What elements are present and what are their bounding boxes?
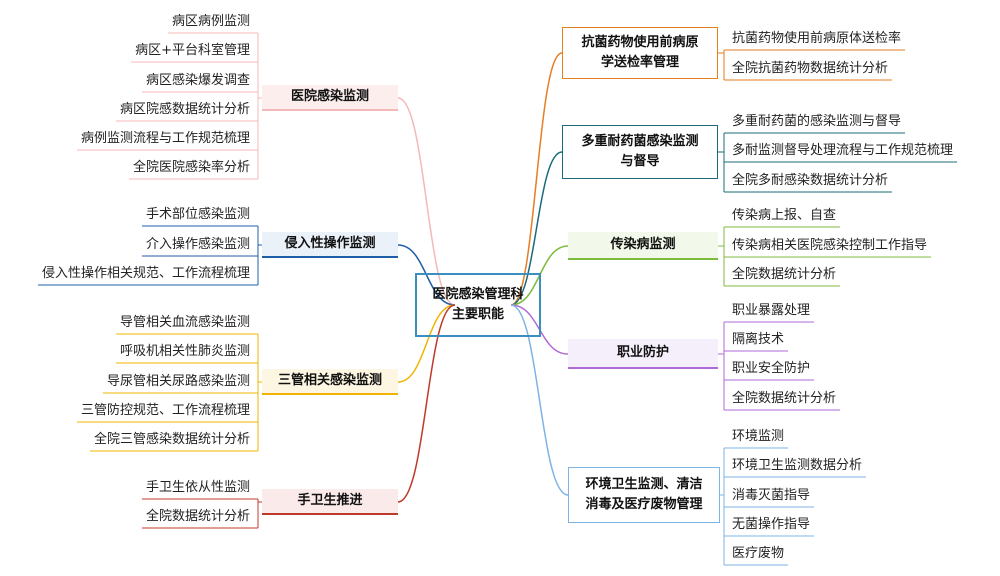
branch-invasive-label: 侵入性操作监测 (284, 236, 376, 251)
branch-environment: 环境卫生监测、清洁 消毒及医疗废物管理 (568, 467, 720, 523)
center-node-line2: 主要职能 (451, 307, 504, 322)
branch-antibiotic: 抗菌药物使用前病原 学送检率管理 (562, 27, 718, 79)
leaf-invasive-1: 手术部位感染监测 (145, 207, 250, 222)
branch-antibiotic-line1: 抗菌药物使用前病原 (581, 35, 699, 50)
leaf-invasive-3: 侵入性操作相关规范、工作流程梳理 (41, 266, 250, 281)
leaf-hand-hygiene-2: 全院数据统计分析 (145, 509, 250, 524)
link-center-three_tubes (397, 304, 456, 383)
leaf-three-tubes-2: 呼吸机相关性肺炎监测 (119, 344, 250, 359)
branch-mdro-line1: 多重耐药菌感染监测 (581, 134, 699, 149)
link-center-mdro (510, 151, 563, 306)
leaf-communicable-1: 传染病上报、自查 (732, 208, 837, 223)
branch-mdro: 多重耐药菌感染监测 与督导 (562, 125, 718, 179)
leaf-three-tubes-4: 三管防控规范、工作流程梳理 (80, 403, 250, 418)
leaf-occupational-3: 职业安全防护 (732, 361, 811, 376)
branch-invasive: 侵入性操作监测 (262, 232, 398, 258)
leaf-infection-surveillance-5: 病例监测流程与工作规范梳理 (80, 131, 250, 146)
center-node: 医院感染管理科 主要职能 (415, 273, 541, 337)
leaf-environment-2: 环境卫生监测数据分析 (732, 458, 863, 473)
leaf-mdro-2: 多耐监测督导处理流程与工作规范梳理 (732, 143, 954, 158)
leaf-infection-surveillance-4: 病区院感数据统计分析 (119, 102, 250, 117)
leaf-environment-3: 消毒灭菌指导 (732, 488, 811, 503)
link-center-infection_surveillance (397, 97, 456, 306)
leaf-occupational-2: 隔离技术 (732, 332, 785, 347)
leaf-infection-surveillance-2: 病区+平台科室管理 (135, 43, 250, 58)
branch-hand-hygiene-label: 手卫生推进 (297, 493, 363, 508)
leaf-environment-5: 医疗废物 (732, 546, 785, 561)
branch-environment-line1: 环境卫生监测、清洁 (585, 477, 703, 492)
leaf-antibiotic-2: 全院抗菌药物数据统计分析 (732, 61, 889, 76)
branch-communicable-label: 传染病监测 (610, 237, 676, 252)
branch-occupational: 职业防护 (568, 339, 718, 369)
leaf-communicable-3: 全院数据统计分析 (732, 267, 837, 282)
leaf-three-tubes-5: 全院三管感染数据统计分析 (93, 432, 250, 447)
leaf-mdro-3: 全院多耐感染数据统计分析 (732, 173, 889, 188)
branch-antibiotic-line2: 学送检率管理 (600, 55, 679, 70)
link-center-hand_hygiene (397, 304, 456, 503)
leaf-infection-surveillance-6: 全院医院感染率分析 (132, 160, 250, 175)
leaf-communicable-2: 传染病相关医院感染控制工作指导 (732, 238, 928, 253)
branch-occupational-label: 职业防护 (616, 345, 669, 360)
branch-hand-hygiene: 手卫生推进 (262, 489, 398, 515)
link-center-antibiotic (510, 52, 563, 306)
branch-mdro-line2: 与督导 (620, 154, 660, 169)
center-node-line1: 医院感染管理科 (432, 287, 524, 302)
link-center-invasive (397, 244, 456, 306)
branch-communicable: 传染病监测 (568, 232, 718, 260)
leaf-hand-hygiene-1: 手卫生依从性监测 (145, 480, 250, 495)
leaf-invasive-2: 介入操作感染监测 (145, 237, 250, 252)
leaf-three-tubes-3: 导尿管相关尿路感染监测 (106, 374, 250, 389)
branch-infection-surveillance-label: 医院感染监测 (290, 89, 369, 104)
leaf-infection-surveillance-3: 病区感染爆发调查 (145, 73, 250, 88)
leaf-environment-4: 无菌操作指导 (732, 517, 811, 532)
leaf-occupational-4: 全院数据统计分析 (732, 391, 837, 406)
leaf-infection-surveillance-1: 病区病例监测 (171, 14, 250, 29)
branch-infection-surveillance: 医院感染监测 (262, 85, 398, 111)
leaf-environment-1: 环境监测 (732, 429, 785, 444)
branch-three-tubes: 三管相关感染监测 (262, 369, 398, 395)
leaf-mdro-1: 多重耐药菌的感染监测与督导 (732, 114, 902, 129)
link-center-environment (510, 304, 569, 496)
branch-three-tubes-label: 三管相关感染监测 (277, 373, 382, 388)
branch-environment-line2: 消毒及医疗废物管理 (585, 497, 703, 512)
leaf-occupational-1: 职业暴露处理 (732, 303, 811, 318)
leaf-three-tubes-1: 导管相关血流感染监测 (119, 315, 250, 330)
leaf-antibiotic-1: 抗菌药物使用前病原体送检率 (732, 31, 902, 46)
